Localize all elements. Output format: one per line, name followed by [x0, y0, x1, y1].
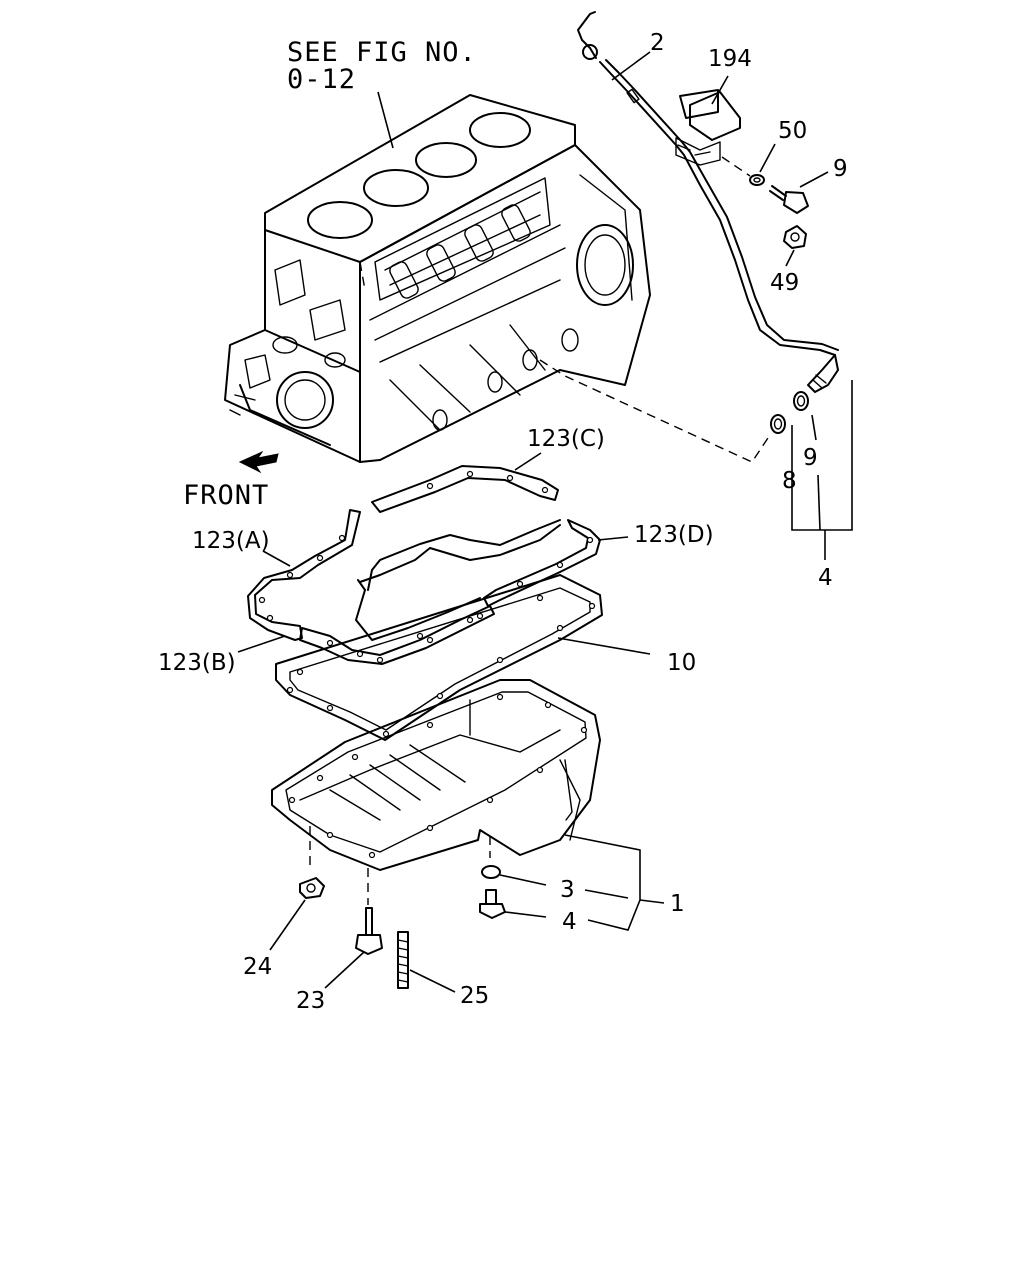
- fasteners-lower: [299, 865, 506, 989]
- callout-49: 49: [770, 270, 799, 296]
- hardware-small: [721, 156, 809, 249]
- note-line-2: 0-12: [287, 64, 356, 95]
- front-label: FRONT: [183, 480, 269, 511]
- callout-25: 25: [460, 983, 489, 1009]
- callout-9-right: 9: [803, 445, 818, 471]
- oil-pan: [271, 679, 601, 905]
- callout-9-left: 8: [782, 468, 797, 494]
- callout-10: 9: [833, 156, 848, 182]
- callout-123b: 123(B): [158, 650, 236, 676]
- callout-2: 2: [650, 30, 665, 56]
- callout-1: 1: [670, 891, 685, 917]
- callout-23: 23: [296, 988, 325, 1014]
- callout-50: 50: [778, 118, 807, 144]
- note-line-1: SEE FIG NO.: [287, 37, 477, 68]
- callout-194: 194: [708, 46, 752, 72]
- engine-block: [224, 94, 651, 463]
- leader-lines: [237, 51, 853, 993]
- callout-123a: 123(A): [192, 528, 270, 554]
- dipstick: [577, 11, 839, 393]
- callout-17: 10: [667, 650, 696, 676]
- callout-24: 24: [243, 954, 272, 980]
- o-rings: [539, 359, 809, 463]
- callout-123c: 123(C): [527, 426, 605, 452]
- callout-4: 4: [562, 909, 577, 935]
- upper-gaskets: [247, 465, 601, 665]
- callout-8: 4: [818, 565, 833, 591]
- oil-pan-gasket: [275, 574, 603, 741]
- callout-3: 3: [560, 877, 575, 903]
- callout-123d: 123(D): [634, 522, 714, 548]
- dipstick-bracket: [675, 89, 741, 166]
- front-direction-arrow: [238, 450, 279, 474]
